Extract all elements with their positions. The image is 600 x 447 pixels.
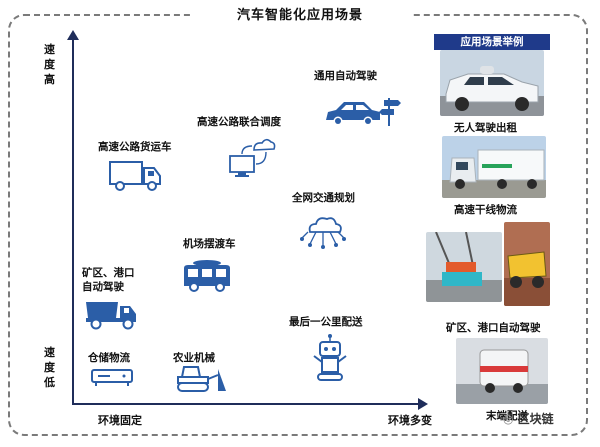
storage-device-icon	[91, 369, 133, 386]
port-photo	[426, 232, 502, 302]
robotaxi-photo	[440, 50, 544, 116]
bulldozer-icon	[177, 366, 226, 392]
x-axis	[72, 403, 420, 405]
caption-trunk-logistics: 高速干线物流	[454, 204, 517, 216]
car-icon	[326, 98, 401, 126]
y-axis-high-label: 速度高	[44, 43, 55, 86]
examples-header: 应用场景举例	[434, 34, 550, 50]
label-general-autonomous: 通用自动驾驶	[314, 70, 377, 82]
label-warehouse: 仓储物流	[88, 352, 130, 364]
delivery-photo	[456, 338, 548, 404]
label-network-traffic: 全网交通规划	[292, 192, 355, 204]
x-axis-high-label: 环境多变	[388, 414, 432, 427]
y-axis-arrow	[67, 30, 79, 40]
robot-icon	[313, 334, 347, 381]
truck-icon	[109, 161, 161, 191]
label-airport-shuttle: 机场摆渡车	[183, 238, 236, 250]
wechat-icon: ◎	[503, 412, 514, 426]
label-agriculture: 农业机械	[173, 352, 215, 364]
label-mining-port-line2: 自动驾驶	[82, 281, 124, 293]
cloud-network-icon	[300, 217, 346, 249]
caption-mining-port: 矿区、港口自动驾驶	[446, 322, 541, 334]
dump-truck-icon	[86, 302, 136, 330]
caption-delivery: 末端配送	[486, 410, 528, 422]
truck-photo	[442, 136, 546, 198]
caption-robotaxi: 无人驾驶出租	[454, 122, 517, 134]
label-highway-freight: 高速公路货运车	[98, 141, 172, 153]
y-axis-low-label: 速度低	[44, 346, 55, 389]
cloud-monitor-icon	[229, 138, 276, 177]
x-axis-low-label: 环境固定	[98, 414, 142, 427]
x-axis-arrow	[418, 398, 428, 410]
label-highway-coordination: 高速公路联合调度	[197, 116, 281, 128]
mining-photo	[504, 222, 550, 306]
label-last-mile: 最后一公里配送	[289, 316, 363, 328]
watermark: ◎ 区块链	[503, 412, 554, 426]
shuttle-bus-icon	[184, 260, 230, 292]
diagram-title: 汽车智能化应用场景	[190, 4, 410, 23]
label-mining-port-line1: 矿区、港口	[82, 267, 135, 279]
y-axis	[72, 38, 74, 404]
